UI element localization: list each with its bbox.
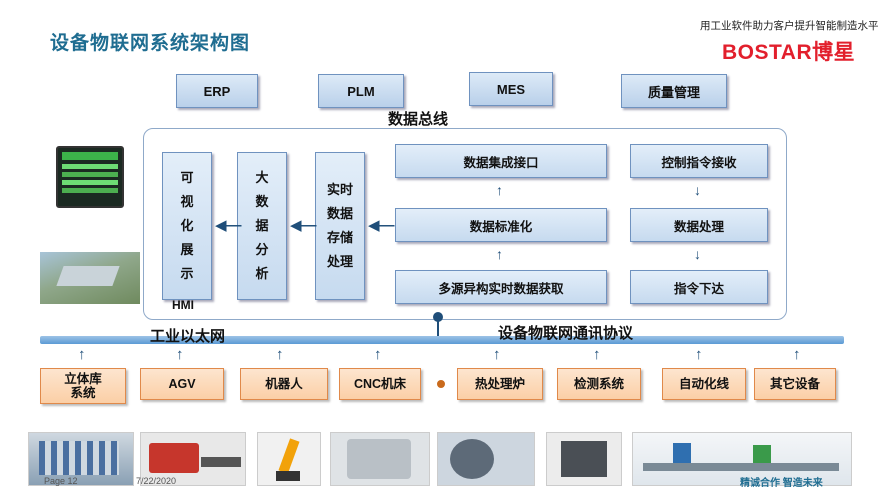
dashboard-screen-image xyxy=(56,146,124,208)
arrow-left-icon: ◀— xyxy=(368,217,395,234)
connector-dot-icon xyxy=(433,312,443,322)
arrow-down-icon: ↓ xyxy=(694,182,701,198)
arrow-up-icon: ↑ xyxy=(496,182,503,198)
separator-dot-icon xyxy=(437,380,445,388)
device-storage-system: 立体库 系统 xyxy=(40,368,126,404)
realtime-label: 实时 数据 存储 处理 xyxy=(326,182,353,269)
company-slogan: 用工业软件助力客户提升智能制造水平 xyxy=(700,20,879,32)
robot-photo xyxy=(257,432,321,486)
data-integration-interface-box: 数据集成接口 xyxy=(395,144,607,178)
arrow-up-icon: ↑ xyxy=(793,346,801,363)
visualization-label: 可 视 化 展 示 xyxy=(180,170,194,281)
arrow-up-icon: ↑ xyxy=(78,346,86,363)
data-standardization-box: 数据标准化 xyxy=(395,208,607,242)
automation-line-photo xyxy=(632,432,852,486)
panel-connector xyxy=(437,318,439,336)
agv-photo xyxy=(140,432,246,486)
hmi-label: HMI xyxy=(172,298,194,312)
erp-box: ERP xyxy=(176,74,258,108)
multi-source-acquisition-box: 多源异构实时数据获取 xyxy=(395,270,607,304)
page-number: Page 12 xyxy=(44,476,78,486)
plm-box: PLM xyxy=(318,74,404,108)
device-robot: 机器人 xyxy=(240,368,328,400)
arrow-left-icon: ◀— xyxy=(215,217,242,234)
big-data-label: 大 数 据 分 析 xyxy=(255,170,269,281)
arrow-up-icon: ↑ xyxy=(593,346,601,363)
cnc-photo xyxy=(330,432,430,486)
device-automation-line: 自动化线 xyxy=(662,368,746,400)
mes-box: MES xyxy=(469,72,553,106)
factory-aerial-image xyxy=(40,252,140,304)
device-other: 其它设备 xyxy=(754,368,836,400)
page-title: 设备物联网系统架构图 xyxy=(50,33,251,54)
arrow-up-icon: ↑ xyxy=(695,346,703,363)
arrow-down-icon: ↓ xyxy=(694,246,701,262)
arrow-up-icon: ↑ xyxy=(276,346,284,363)
big-data-analysis-block: 大 数 据 分 析 xyxy=(237,152,287,300)
network-bar xyxy=(40,336,844,344)
arrow-up-icon: ↑ xyxy=(496,246,503,262)
realtime-storage-block: 实时 数据 存储 处理 xyxy=(315,152,365,300)
footer-tagline: 精诚合作 智造未来 xyxy=(740,478,823,489)
device-heat-furnace: 热处理炉 xyxy=(457,368,543,400)
inspection-photo xyxy=(546,432,622,486)
industrial-ethernet-label: 工业以太网 xyxy=(150,328,226,345)
control-command-receive-box: 控制指令接收 xyxy=(630,144,768,178)
device-agv: AGV xyxy=(140,368,224,400)
arrow-up-icon: ↑ xyxy=(493,346,501,363)
data-bus-label: 数据总线 xyxy=(388,111,449,128)
furnace-photo xyxy=(437,432,535,486)
arrow-left-icon: ◀— xyxy=(290,217,317,234)
device-label: 立体库 系统 xyxy=(64,372,102,400)
visualization-block: 可 视 化 展 示 xyxy=(162,152,212,300)
arrow-up-icon: ↑ xyxy=(374,346,382,363)
device-inspection: 检测系统 xyxy=(557,368,641,400)
data-processing-box: 数据处理 xyxy=(630,208,768,242)
company-logo: BOSTAR博星 xyxy=(722,41,856,64)
arrow-up-icon: ↑ xyxy=(176,346,184,363)
footer-date: 7/22/2020 xyxy=(136,476,177,486)
quality-box: 质量管理 xyxy=(621,74,727,108)
iot-protocol-label: 设备物联网通讯协议 xyxy=(498,325,634,342)
command-dispatch-box: 指令下达 xyxy=(630,270,768,304)
device-cnc: CNC机床 xyxy=(339,368,421,400)
warehouse-photo xyxy=(28,432,134,486)
